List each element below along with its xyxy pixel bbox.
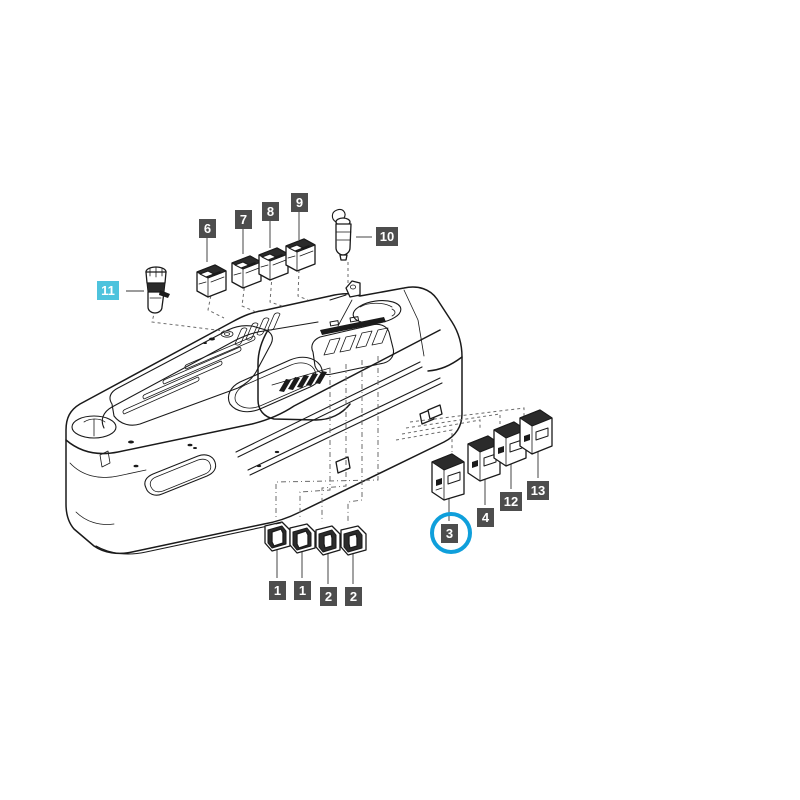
callout-badge-6[interactable]: 6 <box>199 219 216 238</box>
cigarette-lighter-socket-part <box>331 209 352 261</box>
callout-badge-9[interactable]: 9 <box>291 193 308 212</box>
callout-badge-8[interactable]: 8 <box>262 202 279 221</box>
callout-badge-2a[interactable]: 2 <box>320 587 337 606</box>
instrument-opening <box>352 300 402 324</box>
rocker-switch-2b <box>340 525 367 556</box>
leader-lines <box>151 262 525 524</box>
relay-block-12 <box>493 421 527 467</box>
switch-module-8 <box>258 247 289 281</box>
callout-badge-10[interactable]: 10 <box>376 227 398 246</box>
callout-badge-1a[interactable]: 1 <box>269 581 286 600</box>
switch-module-group <box>196 238 316 298</box>
rocker-switch-group <box>264 521 367 556</box>
switch-panel <box>311 316 395 376</box>
mounting-tab <box>329 280 361 301</box>
relay-block-group <box>431 409 553 501</box>
callout-badge-7[interactable]: 7 <box>235 210 252 229</box>
switch-module-7 <box>231 255 262 289</box>
callout-badge-1b[interactable]: 1 <box>294 581 311 600</box>
callout-stems <box>126 212 539 584</box>
console-body-outline <box>65 280 463 555</box>
lower-slot-cluster <box>271 367 331 392</box>
relay-block-3 <box>431 453 465 501</box>
rocker-switch-2a <box>315 525 341 556</box>
long-vent-slots <box>122 335 256 415</box>
callout-badge-11[interactable]: 11 <box>97 281 119 300</box>
callout-badge-4[interactable]: 4 <box>477 508 494 527</box>
lighter-plug-part <box>145 266 170 314</box>
cup-holder-recess <box>71 415 117 439</box>
rocker-switch-1a <box>264 521 291 552</box>
switch-module-9 <box>285 238 316 272</box>
callout-badge-12[interactable]: 12 <box>500 492 522 511</box>
switch-module-6 <box>196 264 227 298</box>
short-vent-slot-cluster <box>234 312 281 346</box>
relay-block-13 <box>519 409 553 455</box>
callout-badge-3[interactable]: 3 <box>441 524 458 543</box>
callout-badge-2b[interactable]: 2 <box>345 587 362 606</box>
callout-badge-13[interactable]: 13 <box>527 481 549 500</box>
relay-block-4 <box>467 435 501 482</box>
rocker-switch-1b <box>289 523 316 554</box>
